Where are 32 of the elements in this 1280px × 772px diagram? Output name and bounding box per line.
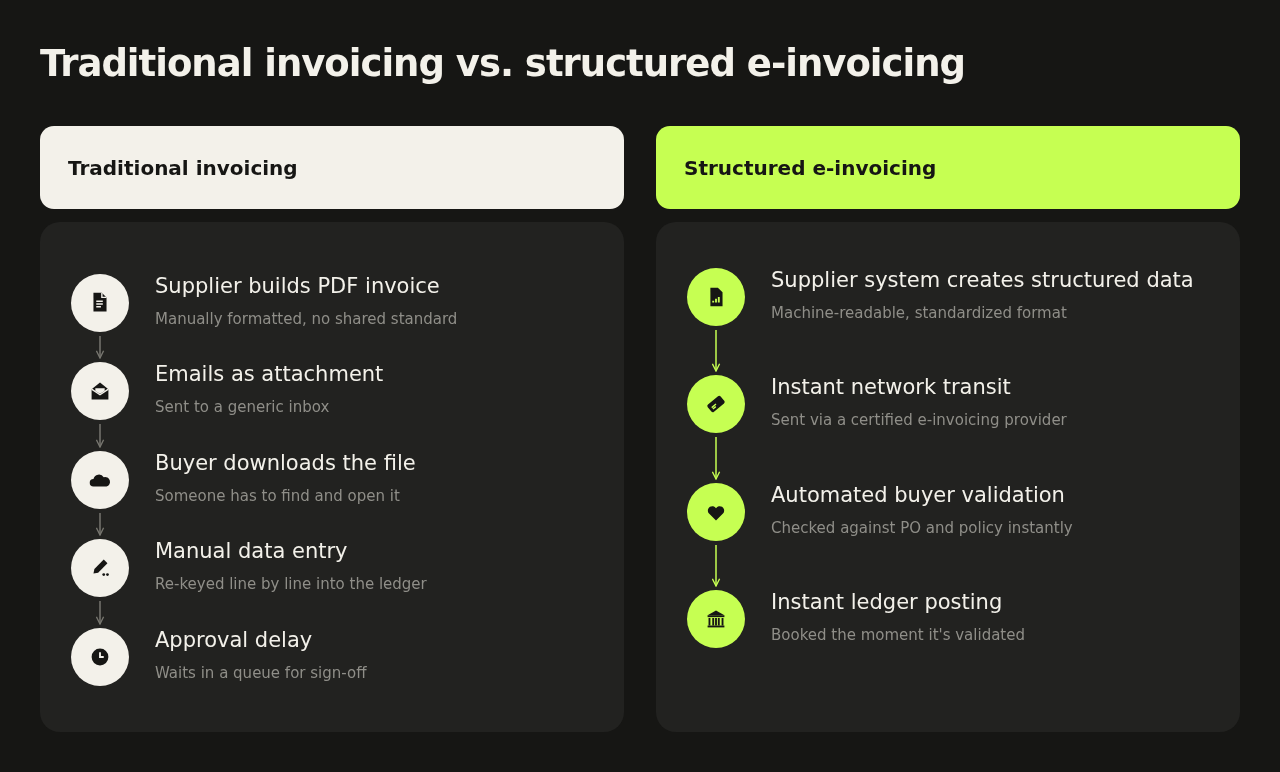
arrow [711, 329, 721, 372]
step-description: Machine-readable, standardized format [771, 304, 1067, 322]
arrow [95, 423, 105, 448]
step-description: Someone has to find and open it [155, 487, 400, 505]
step-description: Waits in a queue for sign-off [155, 664, 367, 682]
step-description: Re-keyed line by line into the ledger [155, 575, 427, 593]
step-description: Checked against PO and policy instantly [771, 519, 1073, 537]
header-bar [656, 126, 1240, 209]
step-title: Manual data entry [155, 539, 348, 563]
header-bar [40, 126, 624, 209]
step-description: Sent via a certified e-invoicing provider [771, 411, 1067, 429]
panel-background [656, 222, 1240, 732]
step-title: Instant network transit [771, 375, 1011, 399]
step-title: Instant ledger posting [771, 590, 1003, 614]
step-description: Sent to a generic inbox [155, 398, 330, 416]
column-heading: Traditional invoicing [68, 155, 298, 180]
arrow [95, 600, 105, 625]
title: Traditional invoicing vs. structured e-invoicing [40, 42, 965, 85]
column-heading: Structured e-invoicing [684, 155, 937, 180]
step-title: Supplier system creates structured data [771, 268, 1194, 292]
step-description: Manually formatted, no shared standard [155, 310, 458, 328]
arrow [95, 335, 105, 359]
step-title: Approval delay [155, 628, 313, 652]
step-title: Automated buyer validation [771, 483, 1065, 507]
panel-background [40, 222, 624, 732]
step-title: Buyer downloads the file [155, 451, 416, 475]
arrow [95, 512, 105, 536]
arrow [711, 544, 721, 587]
step-title: Supplier builds PDF invoice [155, 274, 440, 298]
step-title: Emails as attachment [155, 362, 384, 386]
arrow [711, 436, 721, 480]
step-description: Booked the moment it's validated [771, 626, 1025, 644]
